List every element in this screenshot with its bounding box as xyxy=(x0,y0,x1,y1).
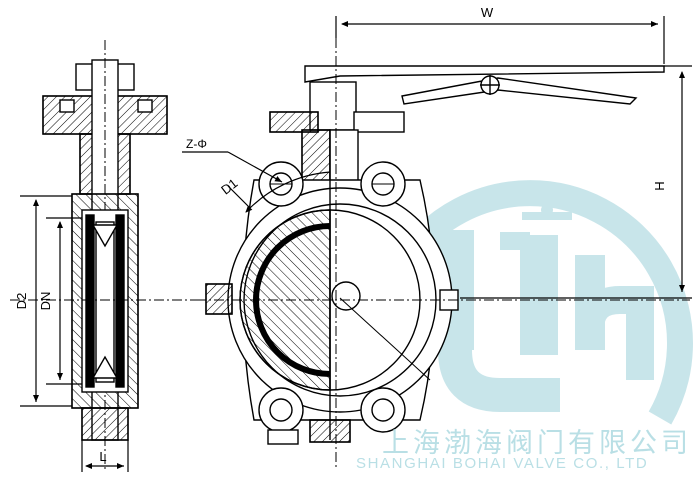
dn-dimension xyxy=(46,217,82,385)
label-d2: D2 xyxy=(14,293,29,310)
bolt-hole-leader xyxy=(182,151,283,183)
label-w: W xyxy=(481,5,494,20)
l-dimension xyxy=(81,440,129,472)
label-h: H xyxy=(652,181,667,190)
d1-dimension xyxy=(227,171,331,213)
h-dimension xyxy=(460,65,692,299)
watermark-company-en: SHANGHAI BOHAI VALVE CO., LTD xyxy=(356,455,649,472)
front-centre-lines xyxy=(196,20,690,470)
w-dimension xyxy=(335,16,665,64)
d2-dimension xyxy=(20,195,72,407)
label-l: L xyxy=(99,449,106,464)
watermark-company-cn: 上海渤海阀门有限公司 xyxy=(382,428,692,459)
label-dn: DN xyxy=(38,292,53,311)
label-bolt-holes: Z-Φ xyxy=(186,137,207,151)
side-section-view xyxy=(10,40,200,470)
label-d1: D1 xyxy=(218,175,240,197)
